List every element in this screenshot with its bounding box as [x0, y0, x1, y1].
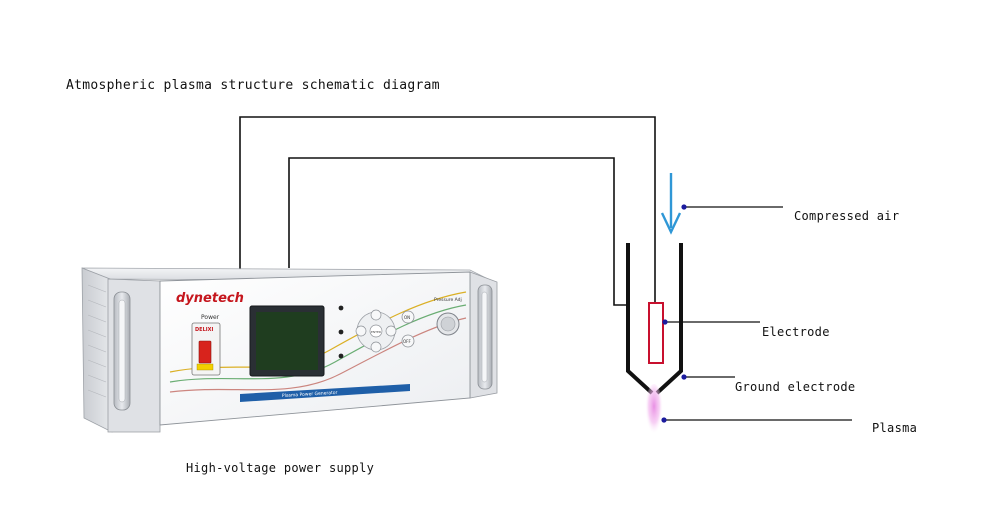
label-leaders: [664, 206, 852, 421]
off-button[interactable]: [401, 334, 415, 348]
breaker-toggle[interactable]: [198, 340, 212, 364]
on-button-label: ON: [404, 315, 410, 320]
label-ground-electrode: Ground electrode: [735, 380, 856, 394]
nav-right-button[interactable]: [385, 325, 397, 337]
plasma-nozzle: [626, 243, 683, 395]
on-button[interactable]: [401, 310, 415, 324]
enter-button-label: ENTER: [371, 330, 381, 334]
panel-caption-strip: [240, 384, 410, 402]
wire-ground: [288, 157, 628, 306]
brand-logo: dynetech: [176, 291, 244, 306]
marker-dot-compressed-air: [681, 204, 687, 210]
marker-dot-electrode: [662, 319, 668, 325]
power-supply-unit: dynetech Power DELIXI ENTER ON OFF P: [81, 267, 498, 433]
indicator-led-3: [338, 353, 344, 359]
nav-down-button[interactable]: [370, 341, 382, 353]
label-compressed-air: Compressed air: [794, 209, 900, 223]
ground-electrode-right-wall: [655, 243, 683, 395]
label-plasma: Plasma: [872, 421, 918, 435]
navigation-pad[interactable]: ENTER: [355, 309, 397, 353]
pressure-knob-label: Pressure Adj: [434, 297, 462, 303]
connection-wires: [239, 116, 656, 306]
airflow-arrow-icon: [660, 173, 682, 235]
panel-caption: Plasma Power Generator: [282, 390, 338, 399]
off-button-label: OFF: [403, 339, 411, 344]
nav-up-button[interactable]: [370, 309, 382, 321]
indicator-led-1: [338, 305, 344, 311]
wire-electrode: [239, 116, 656, 303]
power-label: Power: [201, 314, 220, 321]
indicator-led-2: [338, 329, 344, 335]
electrode: [648, 302, 664, 364]
nav-left-button[interactable]: [355, 325, 367, 337]
lcd-screen: [256, 312, 318, 370]
marker-dot-plasma: [661, 417, 667, 423]
marker-dot-ground-electrode: [681, 374, 687, 380]
plasma-glow: [645, 384, 663, 440]
label-electrode: Electrode: [762, 325, 830, 339]
label-power-supply: High-voltage power supply: [186, 461, 375, 475]
chassis-side: [81, 267, 113, 433]
breaker-brand: DELIXI: [195, 327, 213, 333]
diagram-title: Atmospheric plasma structure schematic d…: [66, 78, 440, 93]
ground-electrode-left-wall: [626, 243, 654, 395]
enter-button[interactable]: [369, 324, 383, 338]
